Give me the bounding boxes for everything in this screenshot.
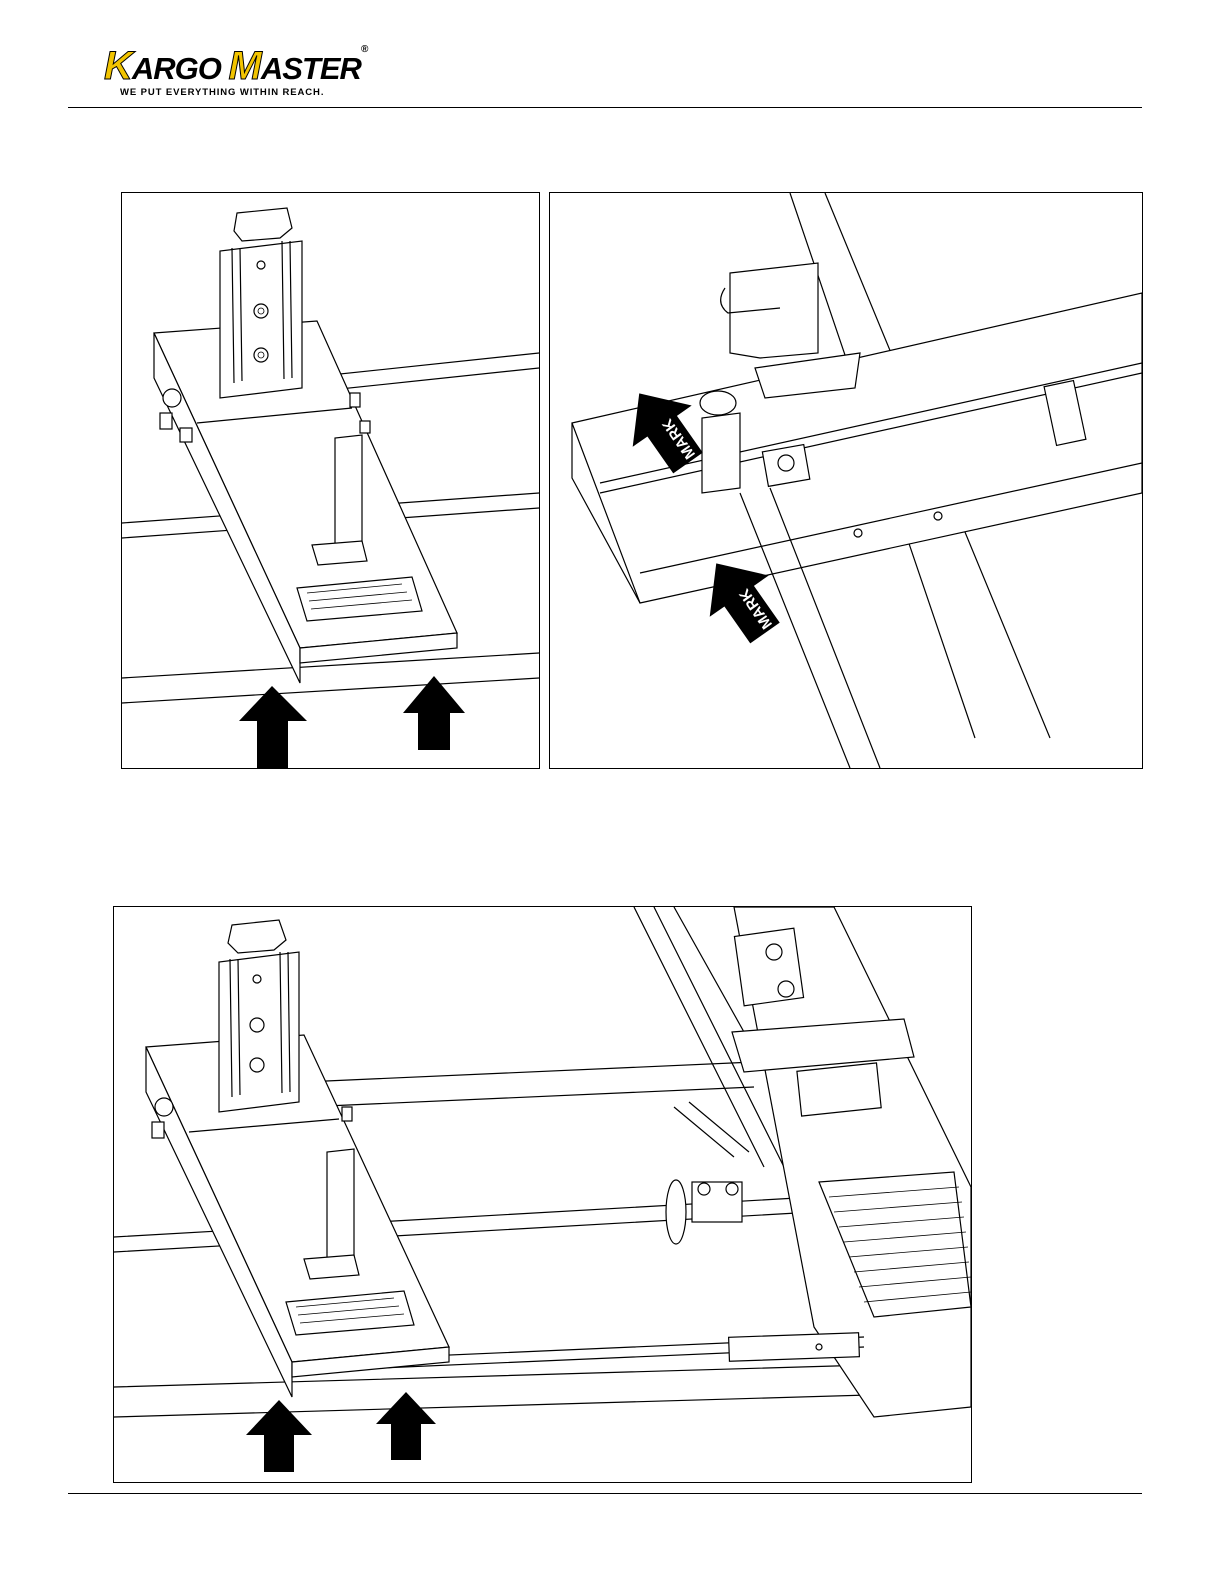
sleeve-pin — [816, 1344, 822, 1350]
figure-ladder-stop-placement — [121, 192, 540, 769]
clamp-bolt-right-2 — [360, 421, 370, 433]
post-nut-lower — [254, 348, 268, 362]
clamp-plate-nut — [778, 455, 794, 471]
angle-brackets — [674, 1102, 749, 1157]
assembly-post-cap — [228, 920, 286, 953]
assembly-post-nut-1 — [250, 1018, 264, 1032]
post-top-cap — [234, 208, 292, 241]
left-clamp-knob — [155, 1098, 173, 1116]
clamp-bolt-left-2 — [180, 428, 192, 442]
assembly-small-post-base — [304, 1255, 359, 1279]
assembly-small-post — [327, 1149, 354, 1272]
telescoping-sleeve — [729, 1333, 860, 1362]
upper-bracket — [730, 263, 818, 358]
page-header: KARGO MASTER® WE PUT EVERYTHING WITHIN R… — [0, 0, 1225, 112]
small-post-base — [312, 541, 367, 565]
arrow-up-right — [403, 676, 465, 750]
rear-bar — [304, 1062, 754, 1107]
assembly-arrow-left — [246, 1400, 312, 1472]
mark-post-cap — [700, 391, 736, 415]
logo-tagline: WE PUT EVERYTHING WITHIN REACH. — [120, 87, 324, 98]
post-hole — [257, 261, 265, 269]
post-nut-upper — [254, 304, 268, 318]
u-bolt-nut-1 — [698, 1183, 710, 1195]
front-crossbar-bottom-line — [122, 678, 539, 703]
mark-locations-drawing: MARK MARK — [550, 193, 1142, 768]
upper-mount-bolt-2 — [778, 981, 794, 997]
upper-mount-plate — [734, 928, 803, 1006]
channel-hole-1 — [854, 529, 862, 537]
assembly-post-hole — [253, 975, 261, 983]
right-clamp-bolt — [342, 1107, 352, 1121]
upper-mount-bolt-1 — [766, 944, 782, 960]
channel-hole-2 — [934, 512, 942, 520]
logo-word-aster: ASTER — [261, 51, 361, 86]
u-bolt-nut-2 — [726, 1183, 738, 1195]
clamp-knob-left — [163, 389, 181, 407]
flange-collar — [666, 1180, 686, 1244]
registered-mark: ® — [361, 44, 367, 55]
arrow-up-left — [239, 686, 307, 768]
kargo-master-logo: KARGO MASTER® WE PUT EVERYTHING WITHIN R… — [100, 44, 360, 102]
logo-letter-k: K — [104, 44, 132, 88]
header-rule — [68, 107, 1142, 108]
mark-post — [702, 413, 740, 493]
lower-mount-plate — [797, 1063, 881, 1116]
clamp-bolt-left — [160, 413, 172, 429]
ladder-stop-drawing — [122, 193, 539, 768]
clamp-bolt-right — [350, 393, 360, 407]
assembly-drawing — [114, 907, 971, 1482]
logo-word-argo: ARGO — [132, 51, 221, 86]
figure-assembly-overview — [113, 906, 972, 1483]
assembly-arrow-right — [376, 1392, 436, 1460]
small-post — [335, 435, 362, 558]
footer-rule — [68, 1493, 1142, 1494]
figure-mark-locations: MARK MARK — [549, 192, 1143, 769]
logo-wordmark: KARGO MASTER® — [104, 44, 367, 89]
logo-letter-m: M — [229, 44, 261, 88]
assembly-post-nut-2 — [250, 1058, 264, 1072]
left-clamp-bolt — [152, 1122, 164, 1138]
